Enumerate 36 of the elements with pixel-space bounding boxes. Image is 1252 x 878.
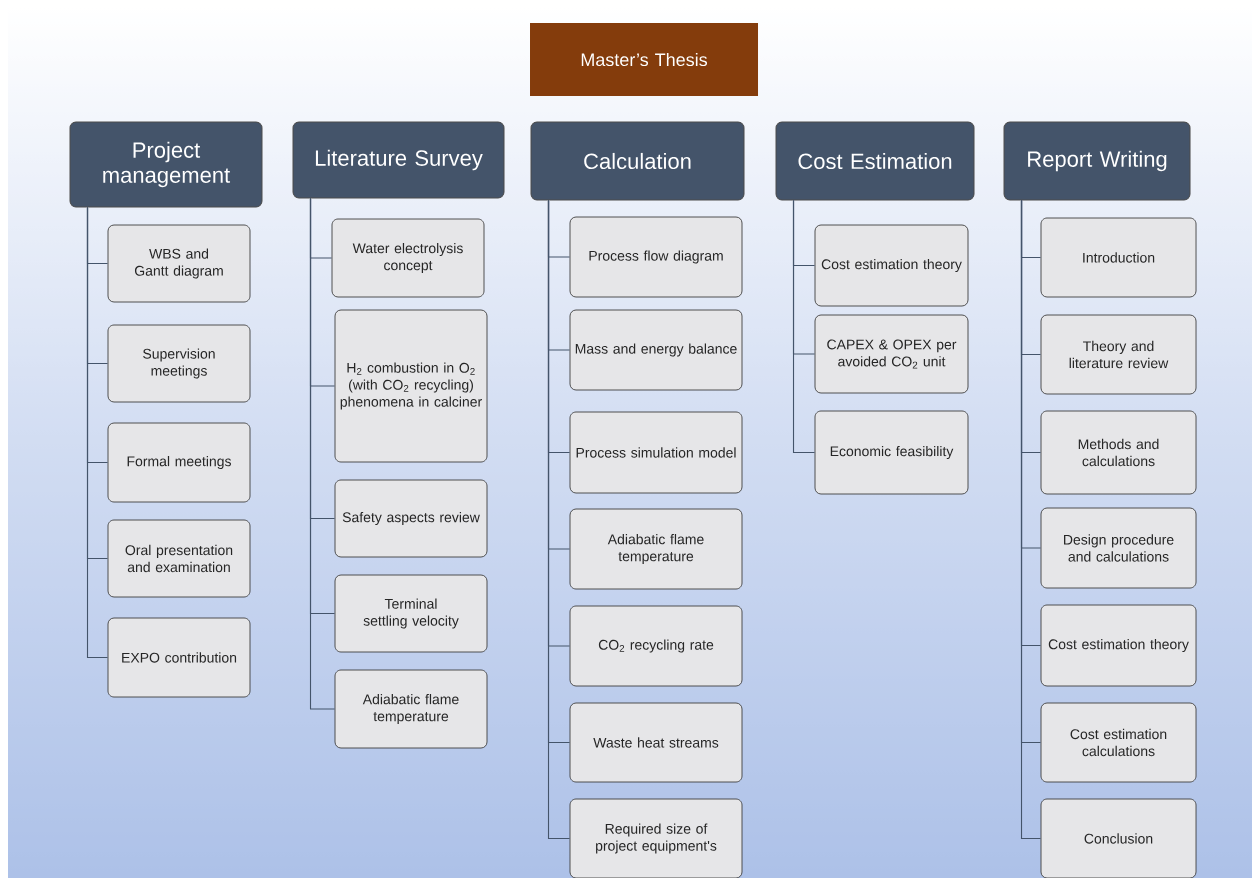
task-box: EXPO contribution bbox=[107, 617, 251, 698]
category-box: Calculation bbox=[530, 121, 745, 201]
task-box: Introduction bbox=[1040, 217, 1197, 298]
task-box: Theory and literature review bbox=[1040, 314, 1197, 395]
task-box: Design procedure and calculations bbox=[1040, 507, 1197, 589]
connector-line bbox=[309, 197, 336, 710]
connector-line bbox=[792, 199, 816, 454]
task-box: CAPEX & OPEX per avoided CO$_{2}$ unit bbox=[814, 314, 969, 394]
task-box: Formal meetings bbox=[107, 422, 251, 503]
task-box: Cost estimation theory bbox=[1040, 604, 1197, 687]
task-box: Methods and calculations bbox=[1040, 410, 1197, 495]
task-box: H$_{2}$ combustion in O$_{2}$ (with CO$_{2}$ recycling) phenomena in calciner bbox=[334, 309, 488, 463]
task-box: CO$_{2}$ recycling rate bbox=[569, 605, 743, 687]
task-box: Waste heat streams bbox=[569, 702, 743, 783]
task-box: Safety aspects review bbox=[334, 479, 488, 558]
title-box: Master’s Thesis bbox=[530, 23, 758, 96]
task-box: Conclusion bbox=[1040, 798, 1197, 878]
task-box: Adiabatic flame temperature bbox=[334, 669, 488, 749]
task-box: Economic feasibility bbox=[814, 410, 969, 495]
task-box: Water electrolysis concept bbox=[331, 218, 485, 298]
task-box: Oral presentation and examination bbox=[107, 519, 251, 598]
connector-line bbox=[86, 206, 109, 659]
category-box: Report Writing bbox=[1003, 121, 1191, 201]
category-box: Cost Estimation bbox=[775, 121, 975, 201]
task-box: Adiabatic flame temperature bbox=[569, 508, 743, 590]
task-box: Mass and energy balance bbox=[569, 309, 743, 391]
task-box: Process simulation model bbox=[569, 411, 743, 494]
task-box: Cost estimation calculations bbox=[1040, 702, 1197, 783]
task-box: Terminal settling velocity bbox=[334, 574, 488, 653]
category-box: Project management bbox=[69, 121, 263, 208]
task-box: Process flow diagram bbox=[569, 216, 743, 298]
task-box: Required size of project equipment's bbox=[569, 798, 743, 878]
category-box: Literature Survey bbox=[292, 121, 505, 199]
task-box: WBS and Gantt diagram bbox=[107, 224, 251, 303]
task-box: Supervision meetings bbox=[107, 324, 251, 403]
task-box: Cost estimation theory bbox=[814, 224, 969, 307]
